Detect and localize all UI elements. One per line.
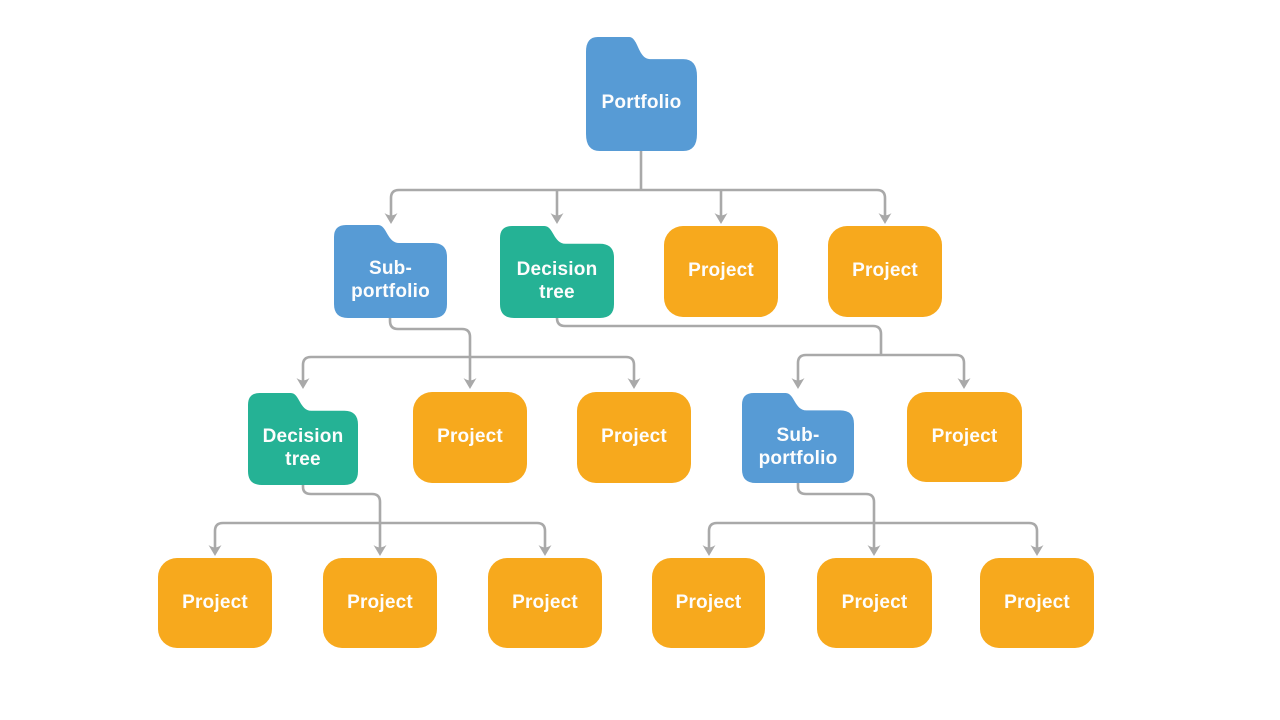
node-label: Project xyxy=(1004,591,1070,613)
connector-line xyxy=(301,355,636,381)
node-project-a1[interactable]: Project xyxy=(664,226,778,317)
connector-line xyxy=(796,353,966,381)
node-project-b3[interactable]: Project xyxy=(907,392,1022,482)
node-label: Sub-portfolio xyxy=(351,258,430,302)
connector-line xyxy=(213,521,547,548)
connector-line xyxy=(301,485,382,548)
arrowhead-icon xyxy=(627,378,641,389)
node-label: Project xyxy=(852,260,918,282)
node-sub-portfolio-a[interactable]: Sub-portfolio xyxy=(334,225,447,318)
node-label: Project xyxy=(601,426,667,448)
node-project-c1[interactable]: Project xyxy=(158,558,272,648)
node-label: Project xyxy=(182,591,248,613)
arrowhead-icon xyxy=(463,378,477,389)
node-label: Project xyxy=(841,591,908,613)
node-project-b1[interactable]: Project xyxy=(413,392,527,483)
node-label: Project xyxy=(931,425,998,447)
node-project-d3[interactable]: Project xyxy=(980,558,1094,648)
node-project-a2[interactable]: Project xyxy=(828,226,942,317)
connector-line xyxy=(796,483,876,548)
arrowhead-icon xyxy=(791,378,805,389)
arrowhead-icon xyxy=(867,545,881,556)
node-label: Portfolio xyxy=(601,92,682,114)
node-sub-portfolio-b[interactable]: Sub-portfolio xyxy=(742,393,854,483)
node-project-d1[interactable]: Project xyxy=(652,558,765,648)
node-portfolio[interactable]: Portfolio xyxy=(586,37,697,151)
node-label: Decision tree xyxy=(516,258,598,303)
arrowhead-icon xyxy=(550,213,564,224)
arrowhead-icon xyxy=(714,213,728,224)
node-label: Project xyxy=(512,591,578,613)
connector-line xyxy=(388,318,472,381)
arrowhead-icon xyxy=(702,545,716,556)
arrowhead-icon xyxy=(384,213,398,224)
node-label: Project xyxy=(347,591,413,613)
connector-line xyxy=(707,521,1039,548)
node-label: Decision tree xyxy=(262,425,344,470)
node-decision-tree-a[interactable]: Decision tree xyxy=(500,226,614,318)
connector-line xyxy=(389,188,887,216)
node-project-c2[interactable]: Project xyxy=(323,558,437,648)
arrowhead-icon xyxy=(1030,545,1044,556)
node-label: Project xyxy=(675,591,742,613)
arrowhead-icon xyxy=(957,378,971,389)
arrowhead-icon xyxy=(296,378,310,389)
arrowhead-icon xyxy=(538,545,552,556)
node-label: Sub-portfolio xyxy=(758,424,838,469)
node-project-d2[interactable]: Project xyxy=(817,558,932,648)
arrowhead-icon xyxy=(373,545,387,556)
connector-line xyxy=(555,317,883,355)
node-project-c3[interactable]: Project xyxy=(488,558,602,648)
node-label: Project xyxy=(437,426,503,448)
node-label: Project xyxy=(688,260,754,282)
node-decision-tree-b[interactable]: Decision tree xyxy=(248,393,358,485)
node-project-b2[interactable]: Project xyxy=(577,392,691,483)
arrowhead-icon xyxy=(878,213,892,224)
arrowhead-icon xyxy=(208,545,222,556)
